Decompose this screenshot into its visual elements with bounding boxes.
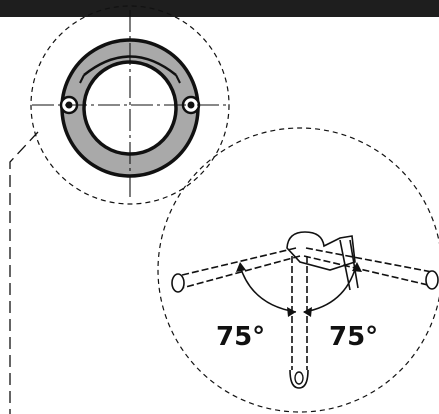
angle-label-left: 75° (216, 322, 265, 352)
arrowhead-left-top (236, 262, 246, 272)
detail-boundary-circle-top (30, 5, 230, 205)
tripod-leg-right (303, 247, 433, 286)
top-bar (0, 0, 439, 17)
detail-view-tripod (157, 127, 439, 413)
detail-boundary-circle-bottom (157, 127, 439, 413)
detail-view-ring (30, 5, 230, 205)
angle-label-right: 75° (329, 322, 378, 352)
arrowhead-left-bottom (287, 307, 296, 317)
angle-arc-left (239, 265, 297, 313)
collar-ring (60, 38, 200, 178)
tripod-leg-left (177, 247, 301, 289)
arrowhead-right-bottom (303, 307, 312, 317)
leader-line (9, 131, 39, 414)
tripod-leg-front (291, 256, 308, 372)
angle-arc-right (303, 265, 357, 313)
arrowhead-right-top (352, 262, 362, 272)
